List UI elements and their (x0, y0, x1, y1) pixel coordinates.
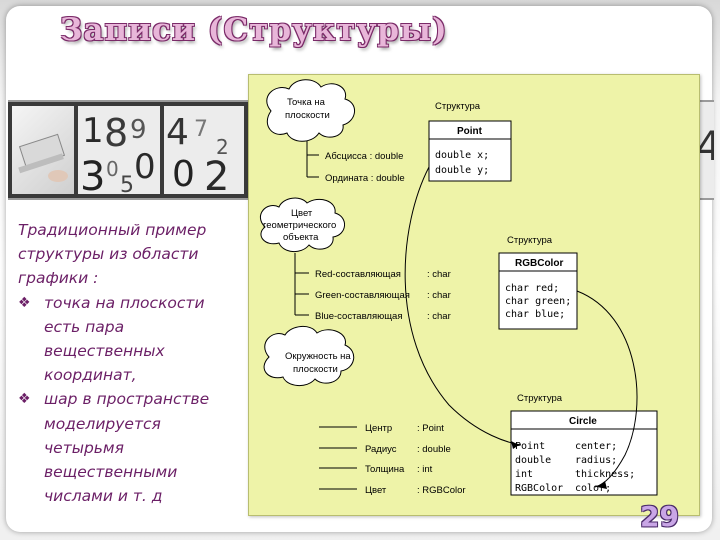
point-concept-cloud (266, 79, 355, 142)
svg-text:8: 8 (104, 111, 128, 155)
color-field: Red-составляющая (315, 269, 401, 280)
color-field: Blue-составляющая (315, 311, 402, 322)
bullet-item-sphere: ❖ шар в пространстве моделируется четырь… (18, 387, 243, 508)
struct-code-name: color; (575, 483, 611, 494)
bullet-line: есть пара (44, 317, 125, 336)
struct-name: Circle (569, 416, 597, 427)
struct-code-type: double (515, 455, 551, 466)
struct-code-type: int (515, 469, 533, 480)
bullet-line: четырьмя (44, 438, 124, 457)
svg-text:0: 0 (172, 154, 195, 194)
bullet-line: вещественными (44, 463, 178, 482)
circle-field-type: : double (417, 444, 451, 455)
color-field: Green-составляющая (315, 290, 410, 301)
bullet-line: моделируется (44, 414, 161, 433)
bullet-line: координат, (44, 366, 137, 385)
struct-code-type: RGBColor (515, 483, 563, 494)
cloud-text: объекта (283, 232, 319, 243)
banner-image: 1 8 9 3 0 5 0 4 7 0 2 2 (8, 100, 248, 200)
struct-code-name: thickness; (575, 469, 635, 480)
bullet-line: числами и т. д (44, 487, 163, 506)
diamond-bullet-icon: ❖ (18, 294, 31, 311)
svg-text:1: 1 (82, 111, 104, 151)
numbers-photo-tile: 4 7 0 2 2 (164, 106, 244, 198)
struct-code-line: char red; (505, 283, 559, 294)
color-field-type: : char (427, 311, 451, 322)
circle-field: Цвет (365, 485, 387, 496)
struct-code-name: center; (575, 441, 617, 452)
banner-edge-tile: 4 (696, 100, 714, 200)
rgbcolor-struct-box (498, 252, 578, 330)
svg-text:4: 4 (696, 124, 714, 170)
intro-line: Традиционный пример (18, 221, 207, 239)
point-field-connector (306, 141, 319, 178)
svg-text:3: 3 (80, 154, 105, 194)
digits-photo-tile: 1 8 9 3 0 5 0 (78, 106, 160, 198)
cloud-text: плоскости (285, 110, 330, 121)
circle-field-type: : Point (417, 423, 444, 434)
struct-label: Структура (507, 235, 553, 246)
struct-label: Структура (517, 393, 563, 404)
struct-code-line: double y; (435, 165, 489, 176)
circle-field: Толщина (365, 464, 405, 475)
color-concept-cloud (259, 197, 345, 252)
circle-concept-cloud (263, 326, 355, 386)
svg-text:4: 4 (166, 112, 189, 153)
circle-field-type: : RGBColor (417, 485, 466, 496)
svg-text:9: 9 (130, 115, 147, 145)
bullet-line: точка на плоскости (44, 293, 205, 312)
circle-struct-box (510, 410, 658, 496)
svg-text:0: 0 (134, 147, 156, 187)
struct-code-type: Point (515, 441, 545, 452)
point-struct-box (428, 120, 512, 182)
left-description: Традиционный пример структуры из области… (18, 218, 243, 508)
struct-label: Структура (435, 101, 481, 112)
svg-text:7: 7 (194, 117, 208, 142)
svg-text:2: 2 (216, 135, 229, 159)
slide-title: Записи (Структуры) (60, 12, 448, 48)
bullet-line: шар в пространстве (44, 390, 210, 409)
color-field-type: : char (427, 269, 451, 280)
cloud-text: Точка на (287, 97, 326, 108)
structures-diagram: Точка на плоскости Абсцисса : double Орд… (259, 79, 658, 496)
struct-code-line: char blue; (505, 309, 565, 320)
point-reference-arrow (404, 166, 522, 446)
cloud-text: геометрического (263, 220, 336, 231)
color-field-type: : char (427, 290, 451, 301)
intro-line: графики : (18, 269, 99, 288)
diamond-bullet-icon: ❖ (18, 391, 31, 408)
svg-text:2: 2 (204, 154, 229, 194)
point-field: Абсцисса : double (325, 151, 403, 162)
cloud-text: Окружность на (285, 351, 351, 362)
struct-name: RGBColor (515, 258, 563, 269)
point-field: Ордината : double (325, 173, 405, 184)
color-reference-arrow (576, 290, 638, 488)
bullet-line: вещественных (44, 342, 165, 361)
page-number: 29 (640, 500, 679, 533)
struct-name: Point (457, 126, 483, 137)
struct-code-line: char green; (505, 296, 571, 307)
color-field-connector (294, 253, 309, 316)
laptop-photo-tile (12, 106, 74, 194)
svg-text:0: 0 (106, 157, 119, 181)
struct-code-line: double x; (435, 150, 489, 161)
bullet-item-point: ❖ точка на плоскости есть пара веществен… (18, 291, 243, 388)
svg-text:5: 5 (120, 173, 134, 194)
intro-line: структуры из области (18, 245, 199, 264)
circle-field: Центр (365, 423, 392, 434)
cloud-text: плоскости (293, 364, 338, 375)
structures-diagram-panel: Точка на плоскости Абсцисса : double Орд… (248, 74, 700, 516)
circle-field-type: : int (417, 464, 433, 475)
struct-code-name: radius; (575, 455, 617, 466)
circle-field: Радиус (365, 444, 397, 455)
cloud-text: Цвет (291, 208, 313, 219)
